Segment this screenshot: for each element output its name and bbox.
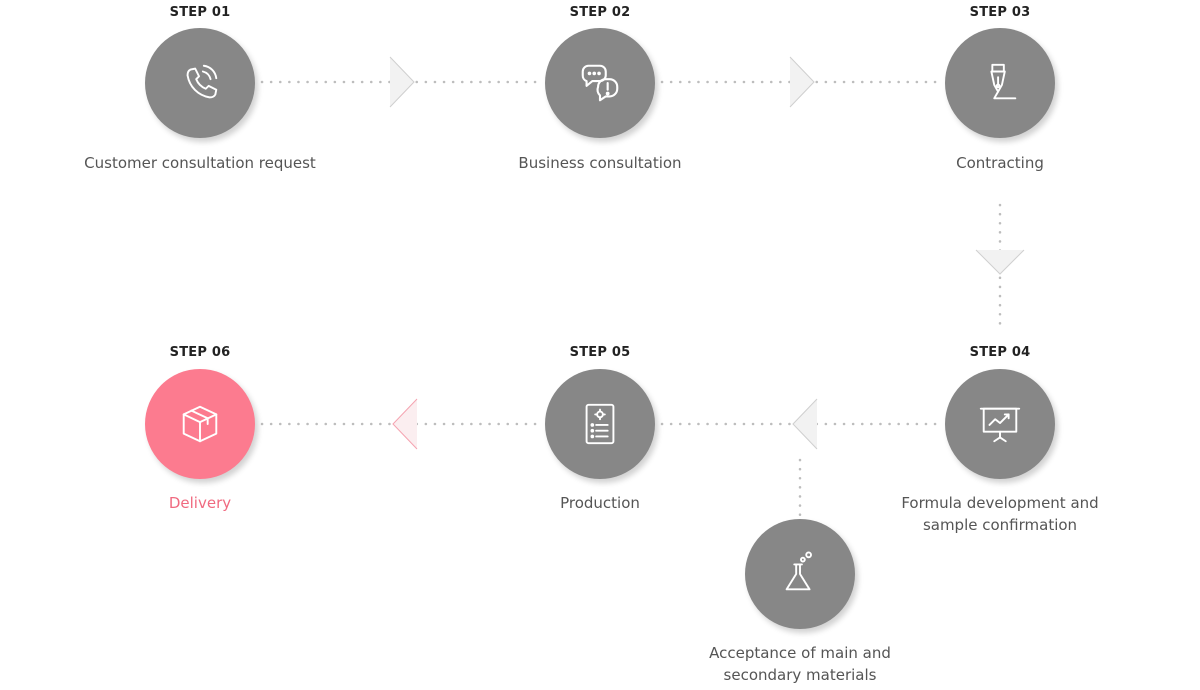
arrow-left-1 xyxy=(792,398,818,450)
step-2-label: STEP 02 xyxy=(569,5,631,20)
chat-bubbles-icon xyxy=(581,64,619,102)
flask-icon xyxy=(785,551,812,591)
arrow-down xyxy=(975,249,1025,275)
step-3-label: STEP 03 xyxy=(969,5,1031,20)
fountain-pen-icon xyxy=(990,63,1017,100)
package-box-icon xyxy=(182,405,218,443)
step-3-caption: Contracting xyxy=(956,154,1044,172)
substep-caption: Acceptance of main and secondary materia… xyxy=(709,644,891,684)
step-5-caption: Production xyxy=(560,494,640,512)
arrow-left-2 xyxy=(392,398,418,450)
step-6-label: STEP 06 xyxy=(169,345,231,360)
step-4-circle xyxy=(945,369,1055,479)
step-4-label: STEP 04 xyxy=(969,345,1031,360)
phone-icon xyxy=(186,64,218,99)
substep-circle xyxy=(745,519,855,629)
step-5-circle xyxy=(545,369,655,479)
arrow-right-1 xyxy=(389,56,415,108)
step-1-label: STEP 01 xyxy=(169,5,231,20)
step-3-circle xyxy=(945,28,1055,138)
step-4-caption: Formula development and sample confirmat… xyxy=(901,494,1099,534)
step-2-caption: Business consultation xyxy=(518,154,682,172)
step-2-circle xyxy=(545,28,655,138)
step-1-caption: Customer consultation request xyxy=(84,154,316,172)
step-5-label: STEP 05 xyxy=(569,345,631,360)
document-gear-icon xyxy=(585,403,615,445)
step-1-circle xyxy=(145,28,255,138)
step-6-circle xyxy=(145,369,255,479)
presentation-board-icon xyxy=(979,407,1021,443)
arrow-right-2 xyxy=(789,56,815,108)
step-6-caption: Delivery xyxy=(168,494,232,512)
